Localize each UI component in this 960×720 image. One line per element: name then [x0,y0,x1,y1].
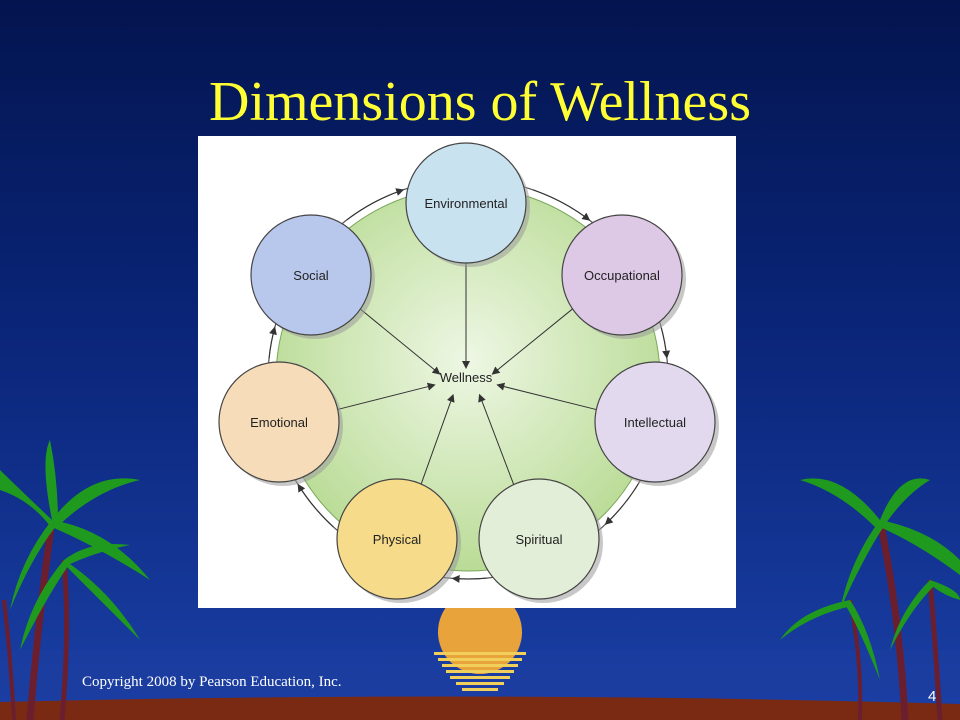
cycle-arrow-spiritual-to-physical [451,574,488,583]
cycle-arrow-physical-to-emotional [297,483,334,528]
palm-fronds-left [0,440,150,650]
node-circle [478,478,600,600]
node-label: Environmental [424,196,507,211]
node-circle [336,478,458,600]
node-label: Physical [373,532,422,547]
node-spiritual: Spiritual [478,478,603,603]
arrow-social-to-wellness [360,308,441,375]
node-intellectual: Intellectual [594,361,719,486]
arrow-intellectual-to-wellness [496,382,597,411]
slide-title: Dimensions of Wellness [209,71,751,133]
wellness-center-label: Wellness [440,370,493,385]
node-label: Intellectual [624,415,686,430]
arrow-occupational-to-wellness [491,308,573,375]
diagram-arrows [268,188,671,583]
cycle-arrow-social-to-environmental [346,188,405,221]
arrow-physical-to-wellness [420,393,455,485]
arrow-spiritual-to-wellness [478,393,515,485]
node-social: Social [250,214,375,339]
copyright-notice: Copyright 2008 by Pearson Education, Inc… [82,674,342,690]
node-circle [218,361,340,483]
node-occupational: Occupational [561,214,686,339]
diagram-nodes: EnvironmentalOccupationalIntellectualSpi… [218,142,719,603]
node-label: Spiritual [516,532,563,547]
palm-tree-left [2,519,70,720]
node-environmental: Environmental [405,142,530,267]
palm-fronds-right [780,478,960,680]
node-emotional: Emotional [218,361,343,486]
node-label: Social [293,268,329,283]
ground [0,696,960,720]
cycle-arrow-environmental-to-occupational [532,189,591,221]
node-label: Emotional [250,415,308,430]
node-circle [561,214,683,336]
cycle-arrow-intellectual-to-spiritual [604,483,639,525]
cycle-arrow-emotional-to-social [268,326,277,359]
sun-reflection [434,652,526,691]
node-circle [405,142,527,264]
node-circle [594,361,716,483]
cycle-arrow-occupational-to-intellectual [660,327,671,359]
node-label: Occupational [584,268,660,283]
node-physical: Physical [336,478,461,603]
wellness-diagram-svg: EnvironmentalOccupationalIntellectualSpi… [218,142,719,603]
page-number: 4 [928,688,937,705]
arrow-emotional-to-wellness [337,382,436,410]
node-circle [250,214,372,336]
